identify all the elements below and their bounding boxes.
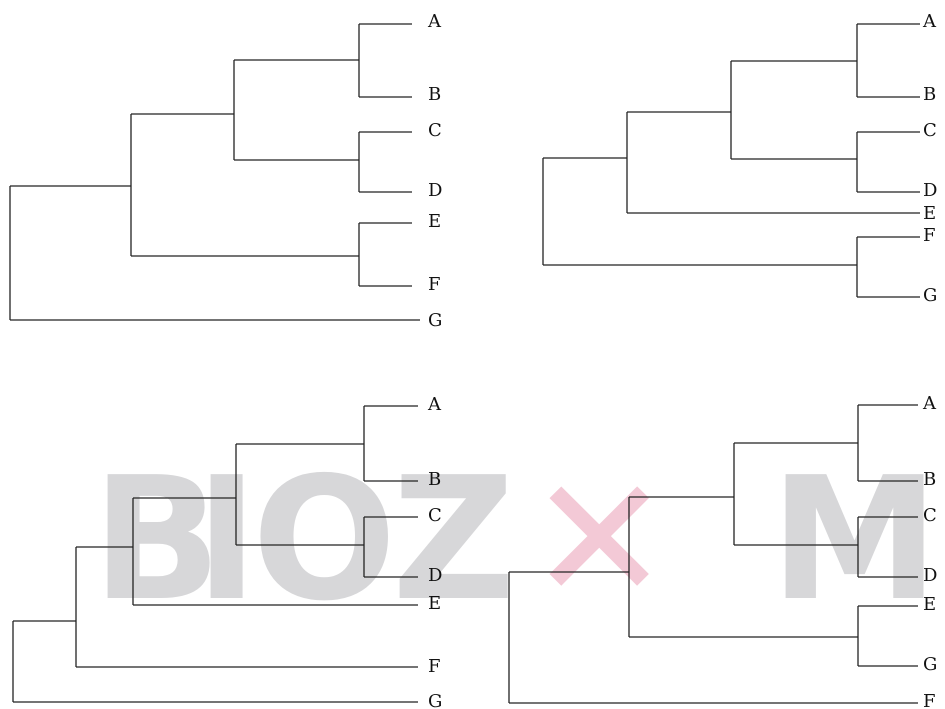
leaf-label: F — [428, 274, 441, 295]
leaf-label: D — [923, 565, 937, 586]
leaf-label: F — [428, 656, 441, 677]
leaf-label: C — [923, 505, 937, 526]
leaf-label: D — [428, 180, 442, 201]
tree-1: A B C D E F G — [9, 11, 442, 331]
leaf-label: A — [922, 393, 937, 414]
leaf-label: C — [923, 120, 937, 141]
leaf-label: B — [428, 469, 441, 490]
leaf-label: E — [923, 203, 936, 224]
leaf-label: G — [428, 310, 442, 331]
tree-4: A B C D E G F — [508, 393, 937, 709]
watermark-z: Z — [392, 441, 516, 639]
leaf-label: G — [923, 285, 937, 306]
leaf-label: D — [923, 180, 937, 201]
leaf-label: F — [923, 225, 936, 246]
watermark-o: O — [252, 441, 397, 639]
leaf-label: G — [428, 691, 442, 709]
leaf-label: A — [922, 11, 937, 32]
leaf-label: A — [427, 11, 442, 32]
leaf-label: B — [923, 469, 936, 490]
leaf-label: B — [923, 84, 936, 105]
leaf-label: F — [923, 691, 936, 709]
tree-2: A B C D E F G — [542, 11, 937, 306]
leaf-label: C — [428, 505, 442, 526]
watermark-b: B — [92, 441, 222, 639]
leaf-label: A — [427, 394, 442, 415]
leaf-label: E — [428, 211, 441, 232]
watermark-dna-helix: ✕ — [528, 441, 671, 639]
watermark-m: M — [770, 441, 940, 639]
leaf-label: E — [428, 593, 441, 614]
leaf-label: D — [428, 565, 442, 586]
watermark-i: I — [195, 441, 259, 639]
leaf-label: E — [923, 594, 936, 615]
leaf-label: B — [428, 84, 441, 105]
leaf-label: C — [428, 120, 442, 141]
tree-3: A B C D E F G — [12, 394, 442, 709]
leaf-label: G — [923, 654, 937, 675]
